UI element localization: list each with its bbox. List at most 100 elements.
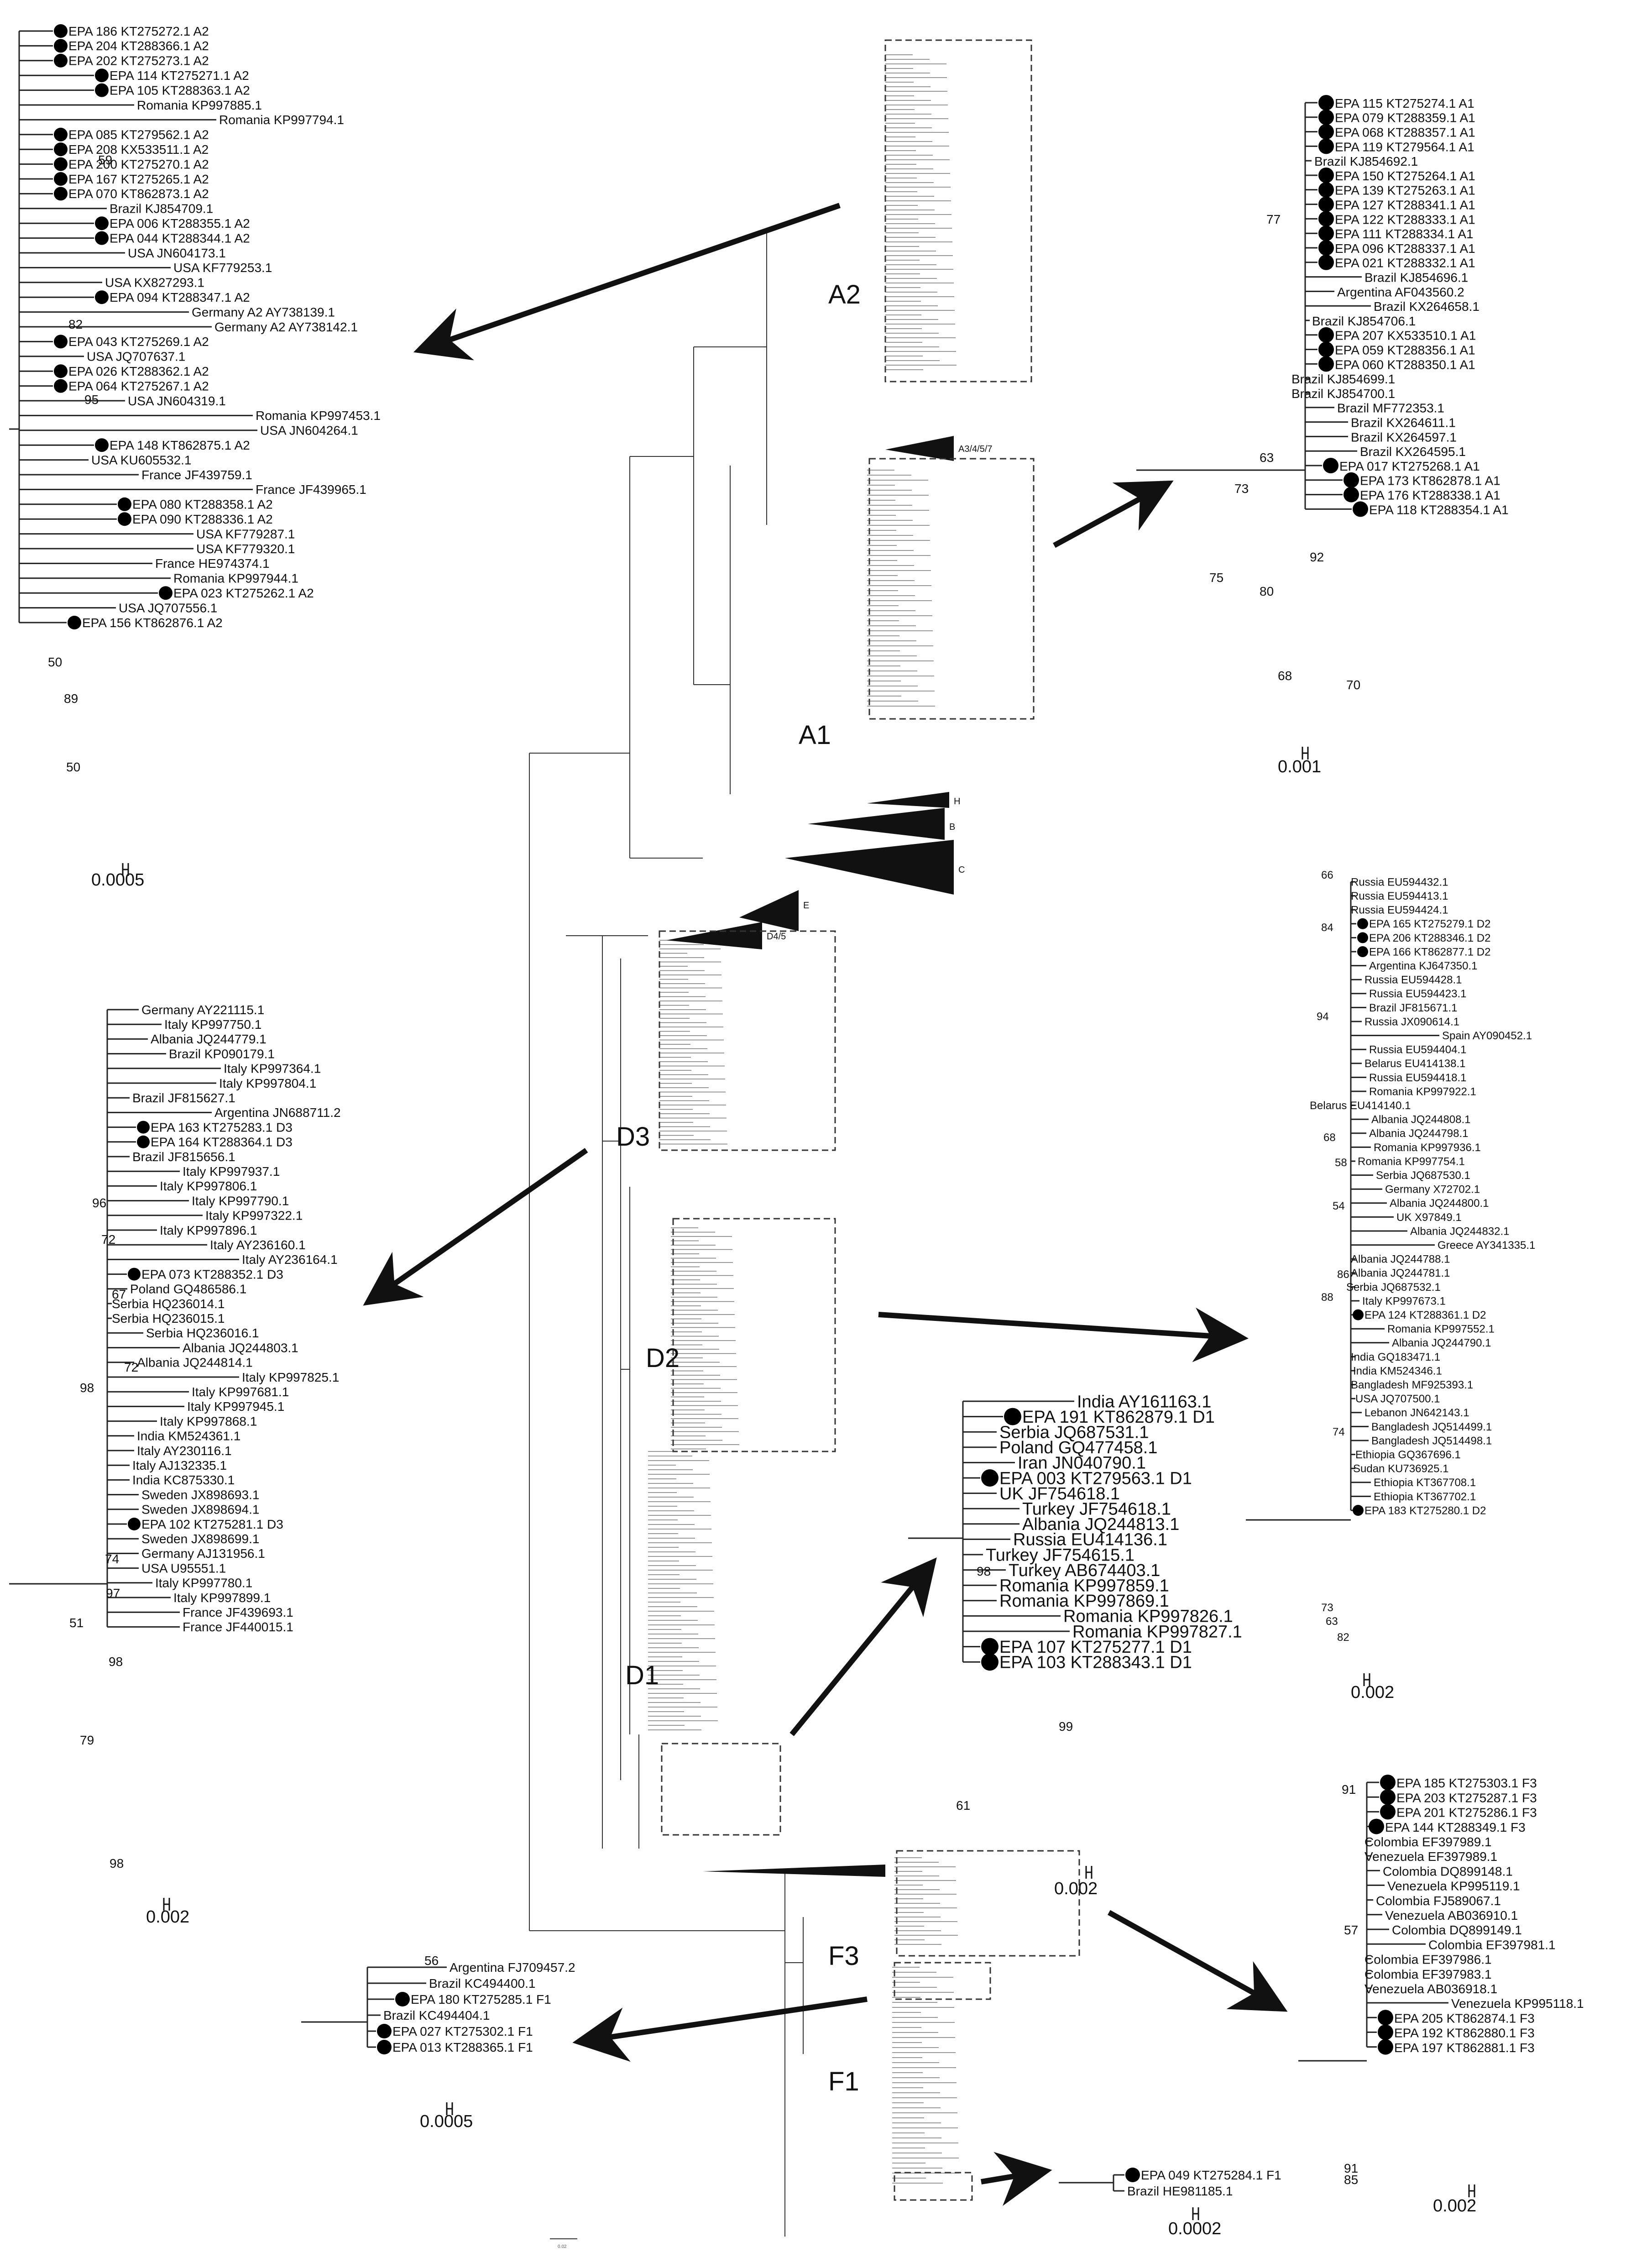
tree-leaf-label: EPA 163 KT275283.1 D3 <box>151 1120 293 1134</box>
tree-leaf-label: Italy AJ132335.1 <box>132 1458 227 1472</box>
tree-leaf-label: EPA 115 KT275274.1 A1 <box>1335 96 1474 110</box>
tree-leaf-label: Brazil KJ854699.1 <box>1291 372 1395 386</box>
tree-leaf-label: Argentina JN688711.2 <box>214 1105 341 1120</box>
bootstrap-value: 74 <box>105 1552 119 1566</box>
tree-leaf-label: Colombia EF397989.1 <box>1364 1835 1492 1849</box>
tree-leaf-label: Brazil JF815656.1 <box>132 1150 235 1164</box>
tree-leaf-label: Italy KP997937.1 <box>183 1164 280 1179</box>
tree-leaf-label: India KC875330.1 <box>132 1473 235 1487</box>
bootstrap-value: 91 <box>1344 2161 1358 2175</box>
box-d1 <box>661 1743 781 1836</box>
bootstrap-value: 50 <box>48 655 62 669</box>
tree-leaf-label: Sweden JX898693.1 <box>141 1488 259 1502</box>
epa-sample-marker <box>1318 109 1334 125</box>
collapsed-clade-h <box>867 792 949 808</box>
tree-leaf-label: Russia JX090614.1 <box>1364 1016 1459 1028</box>
tree-leaf-label: Germany X72702.1 <box>1385 1184 1480 1196</box>
tree-leaf-label: EPA 203 KT275287.1 F3 <box>1396 1791 1537 1805</box>
center-scale-label: 0.02 <box>558 2244 567 2249</box>
arrow-d2 <box>878 1307 1249 1362</box>
tree-leaf-label: EPA 150 KT275264.1 A1 <box>1335 169 1475 183</box>
tree-leaf-label: Brazil KJ854700.1 <box>1291 387 1395 401</box>
tree-leaf-label: EPA 180 KT275285.1 F1 <box>411 1992 551 2006</box>
epa-sample-marker <box>1318 182 1334 198</box>
tree-leaf-label: Bangladesh JQ514499.1 <box>1371 1421 1492 1433</box>
tree-leaf-label: EPA 124 KT288361.1 D2 <box>1364 1309 1486 1321</box>
tree-leaf-label: EPA 173 KT862878.1 A1 <box>1360 474 1500 488</box>
tree-leaf-label: Italy KP997322.1 <box>205 1209 303 1223</box>
collapsed-clades <box>666 436 954 1877</box>
epa-sample-marker <box>1318 327 1334 343</box>
bootstrap-value: 54 <box>1333 1200 1345 1212</box>
tree-leaf-label: India AY161163.1 <box>1077 1392 1211 1411</box>
bootstrap-value: 98 <box>109 1655 123 1669</box>
tree-leaf-label: Brazil KJ854709.1 <box>110 202 213 216</box>
clade-label-d2: D2 <box>646 1343 680 1373</box>
epa-sample-marker <box>128 1268 141 1281</box>
arrow-a1 <box>1053 480 1174 548</box>
bootstrap-value: 80 <box>1260 584 1274 598</box>
tree-leaf-label: EPA 114 KT275271.1 A2 <box>110 68 249 83</box>
tree-leaf-label: EPA 186 KT275272.1 A2 <box>68 24 209 38</box>
epa-sample-marker <box>54 127 68 141</box>
tree-leaf-label: Sweden JX898694.1 <box>141 1503 259 1517</box>
tree-leaf-label: Brazil KJ854692.1 <box>1314 154 1418 168</box>
tree-leaf-label: EPA 049 KT275284.1 F1 <box>1141 2168 1281 2182</box>
collapsed-label-c: C <box>958 865 965 875</box>
tree-leaf-label: EPA 090 KT288336.1 A2 <box>132 512 273 526</box>
tree-leaf-label: Romania KP997754.1 <box>1358 1155 1465 1168</box>
tree-leaf-label: EPA 208 KX533511.1 A2 <box>68 142 209 157</box>
box-f1a <box>894 1962 991 2000</box>
tree-leaf-label: Brazil KC494404.1 <box>383 2008 490 2022</box>
tree-leaf-label: Ethiopia KT367702.1 <box>1374 1491 1476 1503</box>
epa-sample-marker <box>95 231 109 245</box>
epa-sample-marker <box>1353 1505 1364 1516</box>
tree-leaf-label: Albania JQ244808.1 <box>1371 1114 1471 1126</box>
bootstrap-value: 58 <box>1335 1157 1347 1169</box>
epa-sample-marker <box>1323 458 1338 473</box>
tree-leaf-label: EPA 176 KT288338.1 A1 <box>1360 488 1500 502</box>
tree-leaf-label: EPA 021 KT288332.1 A1 <box>1335 256 1475 270</box>
epa-sample-marker <box>1318 196 1334 212</box>
tree-leaf-label: Brazil JF815671.1 <box>1369 1002 1457 1014</box>
tree-leaf-label: Turkey JF754618.1 <box>1022 1500 1171 1519</box>
tree-leaf-label: Italy AY236164.1 <box>242 1252 338 1267</box>
scale-bar-label: 0.001 <box>1278 757 1321 776</box>
bootstrap-value: 59 <box>98 153 112 167</box>
tree-leaf-label: Serbia JQ687532.1 <box>1346 1281 1441 1294</box>
bootstrap-value: 77 <box>1266 212 1281 226</box>
tree-leaf-label: Ethiopia KT367708.1 <box>1374 1477 1476 1489</box>
tree-leaf-label: EPA 119 KT279564.1 A1 <box>1335 140 1474 154</box>
tree-leaf-label: Ethiopia GQ367696.1 <box>1355 1449 1461 1461</box>
epa-sample-marker <box>54 364 68 378</box>
epa-sample-marker <box>54 157 68 171</box>
tree-leaf-label: Brazil JF815627.1 <box>132 1091 235 1105</box>
bootstrap-value: 82 <box>68 317 83 331</box>
bootstrap-value: 61 <box>956 1798 970 1812</box>
tree-leaf-label: EPA 205 KT862874.1 F3 <box>1394 2011 1535 2025</box>
bootstrap-value: 92 <box>1310 550 1324 564</box>
scale-bar-label: 0.0005 <box>420 2112 473 2131</box>
bootstrap-value: 82 <box>1337 1631 1349 1644</box>
tree-leaf-label: Spain AY090452.1 <box>1442 1030 1532 1042</box>
tree-leaf-label: Brazil KC494400.1 <box>429 1976 535 1991</box>
bootstrap-value: 63 <box>1326 1615 1338 1628</box>
tree-leaf-label: Italy KP997806.1 <box>160 1179 257 1193</box>
central-tree-leaves <box>648 54 959 2184</box>
tree-leaf-label: EPA 003 KT279563.1 D1 <box>999 1469 1192 1488</box>
tree-leaf-label: EPA 060 KT288350.1 A1 <box>1335 357 1475 372</box>
bootstrap-value: 57 <box>1344 1923 1358 1937</box>
tree-leaf-label: Colombia FJ589067.1 <box>1376 1894 1501 1908</box>
tree-leaf-label: EPA 118 KT288354.1 A1 <box>1369 503 1509 517</box>
epa-sample-marker <box>1318 254 1334 270</box>
bootstrap-value: 68 <box>1278 669 1292 683</box>
tree-leaf-label: Albania JQ244779.1 <box>151 1032 267 1046</box>
tree-leaf-label: Venezuela KP995118.1 <box>1451 1996 1584 2011</box>
tree-leaf-label: EPA 107 KT275277.1 D1 <box>999 1638 1192 1657</box>
tree-leaf-label: USA KF779287.1 <box>196 527 295 541</box>
collapsed-label-d45: D4/5 <box>767 932 786 942</box>
box-f1b <box>894 2172 973 2201</box>
scale-bar-label: 0.0002 <box>1168 2219 1221 2238</box>
